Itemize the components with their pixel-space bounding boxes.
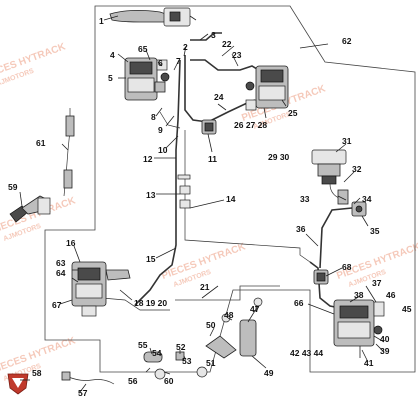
callout-68: 68 xyxy=(342,262,352,272)
callout-25: 25 xyxy=(288,108,298,118)
left-hand-rear-brake xyxy=(71,261,133,317)
callout-53: 53 xyxy=(182,356,192,366)
callout-42-43-44: 42 43 44 xyxy=(290,348,323,358)
callout-15: 15 xyxy=(146,254,156,264)
rear-junction-block xyxy=(313,269,329,285)
callout-29-30: 29 30 xyxy=(268,152,290,162)
leader-lines xyxy=(19,15,385,393)
callout-18-19-20: 18 19 20 xyxy=(134,298,167,308)
callout-26-27-28: 26 27 28 xyxy=(234,120,267,130)
callout-13: 13 xyxy=(146,190,156,200)
callout-35: 35 xyxy=(370,226,380,236)
callout-55: 55 xyxy=(138,340,148,350)
callout-62: 62 xyxy=(342,36,352,46)
line-clamp xyxy=(177,174,191,209)
callout-21: 21 xyxy=(200,282,210,292)
callout-52: 52 xyxy=(176,342,186,352)
callout-31: 31 xyxy=(342,136,352,146)
callout-67: 67 xyxy=(52,300,62,310)
callout-54: 54 xyxy=(152,348,162,358)
callout-14: 14 xyxy=(226,194,236,204)
callout-34: 34 xyxy=(362,194,372,204)
brand-logo-icon xyxy=(7,373,29,395)
callout-labels: 1 2 3 4 5 6 7 8 9 10 11 12 13 14 15 16 1… xyxy=(8,16,412,398)
callout-46: 46 xyxy=(386,290,396,300)
callout-3: 3 xyxy=(211,30,216,40)
callout-64: 64 xyxy=(56,268,66,278)
callout-61: 61 xyxy=(36,138,46,148)
callout-24: 24 xyxy=(214,92,224,102)
callout-2: 2 xyxy=(183,42,188,52)
callout-65: 65 xyxy=(138,44,148,54)
callout-48: 48 xyxy=(224,310,234,320)
front-junction-block xyxy=(201,119,217,135)
front-left-caliper xyxy=(124,57,170,101)
callout-36: 36 xyxy=(296,224,306,234)
callout-7: 7 xyxy=(176,56,181,66)
callout-47: 47 xyxy=(250,304,260,314)
rear-caliper xyxy=(333,299,385,358)
rear-line-fitting xyxy=(351,201,367,217)
brake-lines xyxy=(101,32,353,311)
callout-37: 37 xyxy=(372,278,382,288)
callout-63: 63 xyxy=(56,258,66,268)
callout-11: 11 xyxy=(208,154,217,164)
callout-45: 45 xyxy=(402,304,412,314)
callout-6: 6 xyxy=(158,58,163,68)
front-brake-lever-assembly xyxy=(109,7,197,27)
callout-4: 4 xyxy=(110,50,115,60)
rear-master-cylinder xyxy=(311,149,349,205)
callout-60: 60 xyxy=(164,376,174,386)
callout-5: 5 xyxy=(108,73,113,83)
callout-40: 40 xyxy=(380,334,390,344)
callout-57: 57 xyxy=(78,388,88,398)
callout-32: 32 xyxy=(352,164,362,174)
callout-9: 9 xyxy=(158,125,163,135)
callout-22: 22 xyxy=(222,39,232,49)
callout-39: 39 xyxy=(380,346,390,356)
brake-cable xyxy=(63,108,75,197)
callout-59: 59 xyxy=(8,182,18,192)
small-hardware-group xyxy=(143,297,263,380)
callout-1: 1 xyxy=(99,16,104,26)
callout-50: 50 xyxy=(206,320,216,330)
sensor-cable xyxy=(61,371,115,385)
callout-38: 38 xyxy=(354,290,364,300)
front-right-caliper xyxy=(245,65,289,111)
callout-41: 41 xyxy=(364,358,374,368)
diagram-frame xyxy=(44,5,416,373)
callout-56: 56 xyxy=(128,376,138,386)
callout-10: 10 xyxy=(158,145,168,155)
callout-49: 49 xyxy=(264,368,274,378)
callout-33: 33 xyxy=(300,194,310,204)
callout-51: 51 xyxy=(206,358,216,368)
callout-12: 12 xyxy=(143,154,153,164)
callout-8: 8 xyxy=(151,112,156,122)
callout-16: 16 xyxy=(66,238,76,248)
callout-23: 23 xyxy=(232,50,242,60)
callout-66: 66 xyxy=(294,298,304,308)
callout-58: 58 xyxy=(32,368,42,378)
parking-brake-lever xyxy=(9,195,51,223)
